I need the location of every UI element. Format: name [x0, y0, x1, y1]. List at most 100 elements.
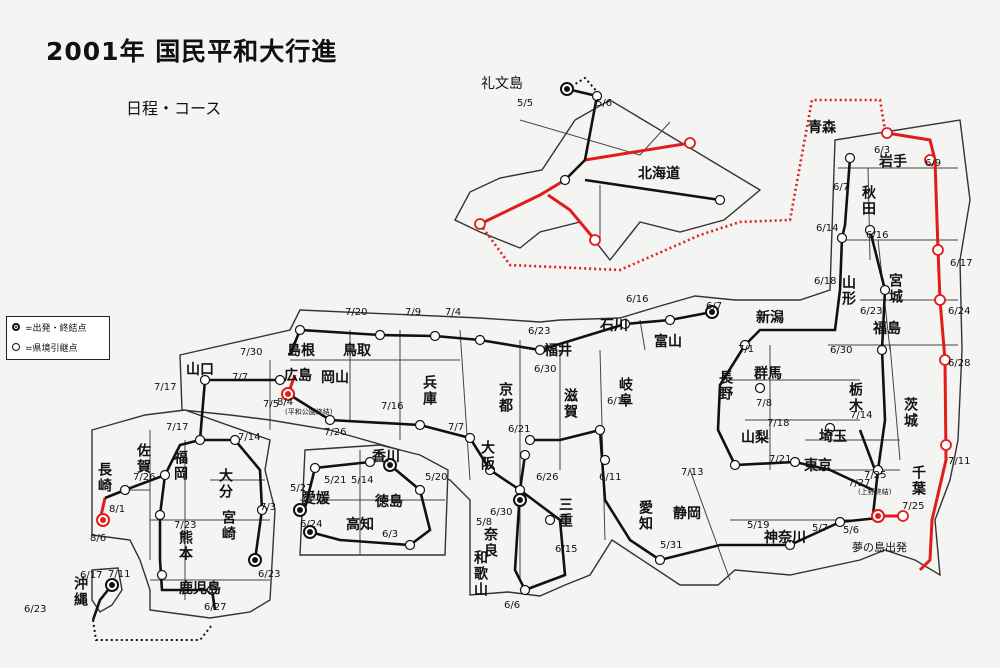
- date-label: 7/11: [948, 456, 970, 467]
- date-label: 6/30: [534, 364, 556, 375]
- date-label: 7/18: [767, 418, 789, 429]
- date-label: 6/24: [300, 519, 322, 530]
- date-label: 7/26: [133, 472, 155, 483]
- prefecture-label-yamanashi: 山梨: [741, 429, 770, 446]
- date-label: 5/27: [290, 483, 312, 494]
- date-label: 6/27: [204, 602, 226, 613]
- date-label: 6/16: [866, 230, 888, 241]
- prefecture-label-tochigi: 栃木: [847, 381, 864, 414]
- red-route-aomori-chiba: [886, 131, 948, 572]
- prefecture-label-hiroshima: 広島: [284, 367, 312, 384]
- hokkaido-outline: [454, 99, 762, 262]
- prefecture-label-ishikawa: 石川: [599, 318, 628, 334]
- prefecture-label-iwate: 岩手: [878, 153, 907, 170]
- date-label: 5/14: [351, 475, 373, 486]
- prefecture-label-chiba: 千葉: [910, 464, 927, 497]
- prefecture-label-hyogo: 兵庫: [421, 374, 437, 407]
- date-label: 6/15: [555, 544, 577, 555]
- date-label: 5/19: [747, 520, 769, 531]
- prefecture-label-tokyo: 東京: [804, 457, 832, 474]
- date-labels: 5/5 5/6 6/3 6/9 6/7 6/14 6/16 6/17 6/18 6/23 6/24 6…: [24, 98, 972, 615]
- date-label: 6/17: [80, 570, 102, 581]
- date-label: 7/7: [232, 372, 248, 383]
- prefecture-label-mie: 三重: [557, 497, 573, 529]
- prefecture-label-saga: 佐賀: [135, 442, 152, 475]
- date-label: 8/6: [90, 533, 106, 544]
- date-label: 7/30: [240, 347, 262, 358]
- border-relay-point-icon: [10, 343, 22, 351]
- date-label: 5/8: [476, 517, 492, 528]
- date-label: 7/23: [174, 520, 196, 531]
- date-label: 6/3: [874, 145, 890, 156]
- date-label: 6/23: [24, 604, 46, 615]
- date-label: 6/7: [706, 301, 722, 312]
- prefecture-label-yamaguchi: 山口: [186, 362, 214, 378]
- date-label: 6/23: [528, 326, 550, 337]
- legend-border-label: =県境引継点: [25, 343, 78, 354]
- date-label: 5/20: [425, 472, 447, 483]
- red-route-hokkaido-1: [584, 141, 691, 162]
- date-label: 6/17: [950, 258, 972, 269]
- black-dotted-ferry: [92, 76, 601, 641]
- kyushu-outline: [91, 409, 276, 619]
- date-label: 6/7: [833, 182, 849, 193]
- date-label: 6/14: [816, 223, 838, 234]
- date-label: 5/31: [660, 540, 682, 551]
- prefecture-label-aomori: 青森: [808, 119, 837, 136]
- date-label: 7/27: [848, 478, 870, 489]
- prefecture-label-akita: 秋田: [860, 184, 876, 217]
- date-label: 6/23: [860, 306, 882, 317]
- prefecture-label-tokushima: 徳島: [374, 493, 403, 510]
- prefecture-label-yamagata: 山形: [840, 275, 856, 307]
- prefecture-label-osaka: 大阪: [479, 439, 495, 472]
- date-label: 8/4: [277, 397, 293, 408]
- date-label: 5/6: [843, 525, 859, 536]
- date-label: 7/1: [738, 344, 754, 355]
- start-end-point-icon: [10, 323, 22, 331]
- prefecture-label-fukushima: 福島: [872, 320, 901, 337]
- date-label: 5/5: [517, 98, 533, 109]
- prefecture-label-kyoto: 京都: [497, 381, 514, 414]
- date-label: 6/21: [508, 424, 530, 435]
- prefecture-label-kumamoto: 熊本: [177, 529, 193, 562]
- date-label: 7/5: [263, 399, 279, 410]
- date-label: 6/23: [258, 569, 280, 580]
- date-label: 6/30: [490, 507, 512, 518]
- prefecture-label-niigata: 新潟: [756, 309, 784, 326]
- honshu-outline: [179, 119, 971, 597]
- date-label: 6/24: [948, 306, 970, 317]
- date-label: 7/14: [238, 432, 260, 443]
- prefecture-label-miyazaki: 宮崎: [220, 509, 236, 542]
- date-label: 5/6: [596, 98, 612, 109]
- prefecture-label-gifu: 岐阜: [617, 376, 633, 409]
- date-label: 5/7: [812, 523, 828, 534]
- date-label: 6/16: [626, 294, 648, 305]
- date-label: 7/3: [260, 502, 276, 513]
- place-label-ueno_end: (上野終結): [858, 487, 892, 496]
- date-label: 5/21: [324, 475, 346, 486]
- date-label: 7/17: [166, 422, 188, 433]
- prefecture-label-toyama: 富山: [654, 333, 682, 350]
- date-label: 6/16: [607, 396, 629, 407]
- red-routes: [98, 131, 948, 572]
- date-label: 7/20: [345, 307, 367, 318]
- date-label: 6/18: [814, 276, 836, 287]
- date-label: 6/9: [925, 158, 941, 169]
- date-label: 7/7: [448, 422, 464, 433]
- date-label: 7/17: [154, 382, 176, 393]
- red-relay-points: [474, 127, 952, 522]
- place-label-yumenoshima: 夢の島出発: [852, 540, 907, 554]
- prefecture-label-kanagawa: 神奈川: [764, 529, 806, 546]
- date-label: 7/4: [445, 307, 461, 318]
- prefecture-label-gunma: 群馬: [753, 365, 782, 382]
- prefecture-label-rebun: 礼文島: [481, 76, 523, 92]
- prefecture-label-nara: 奈良: [482, 526, 499, 559]
- date-label: 7/25: [864, 470, 886, 481]
- prefecture-label-okinawa: 沖縄: [72, 575, 88, 608]
- prefecture-label-shizuoka: 静岡: [673, 505, 701, 522]
- red-dotted-ferry: [478, 98, 887, 272]
- place-labels: 夢の島出発(上野終結)(平和公園終結): [285, 407, 907, 554]
- legend-start-end-label: =出発・終結点: [25, 323, 87, 334]
- page-subtitle: 日程・コース: [126, 99, 222, 118]
